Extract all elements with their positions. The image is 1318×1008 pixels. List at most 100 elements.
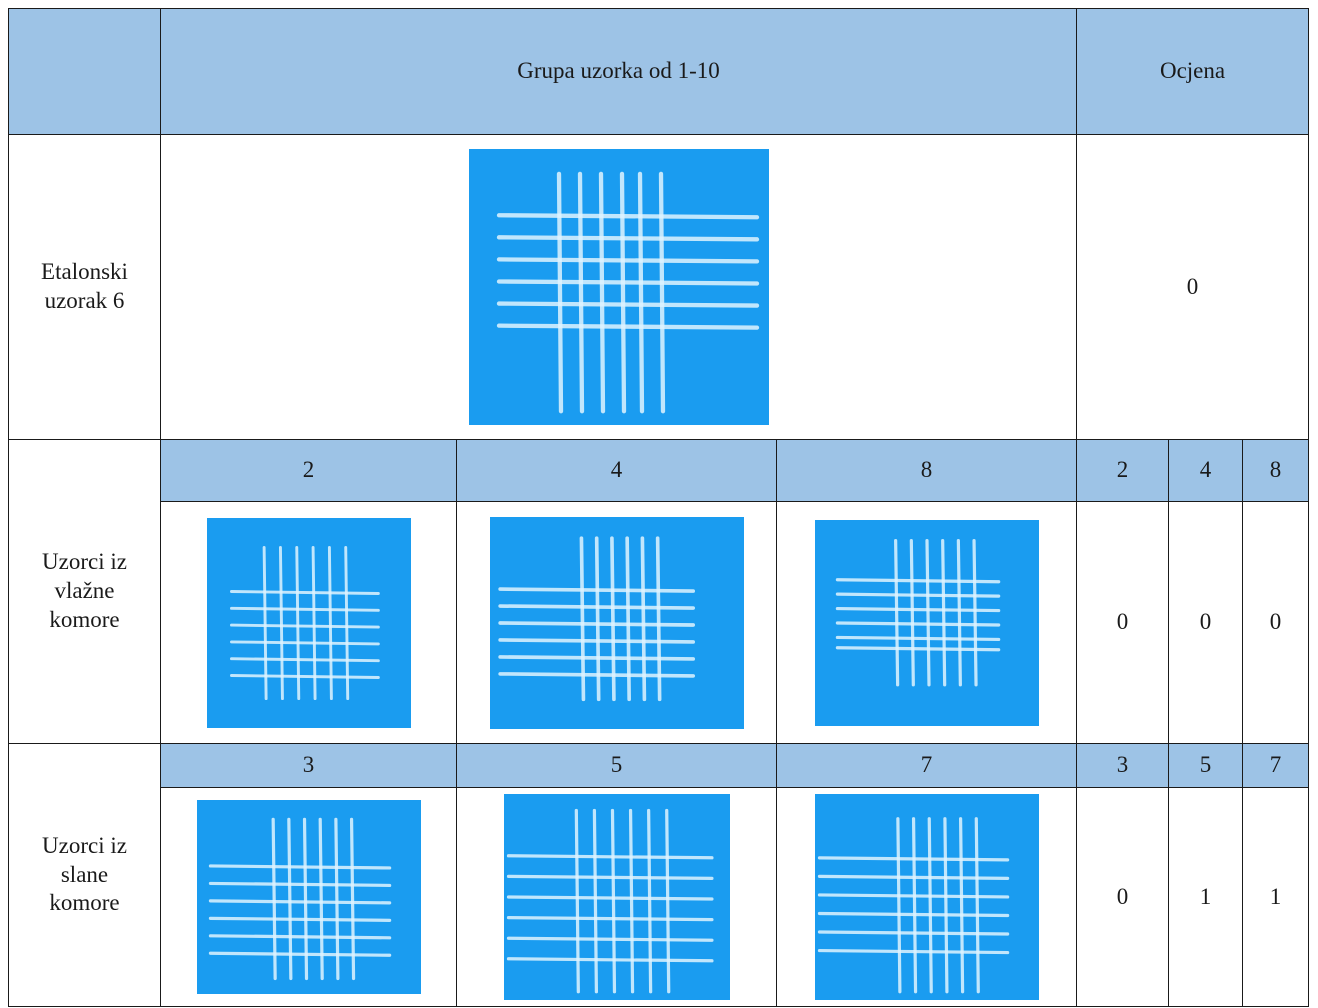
salt-grade-1: 0 [1076, 787, 1170, 1007]
humid-label: Uzorci iz vlažne komore [8, 439, 161, 744]
scratch-line-horizontal [208, 899, 391, 905]
salt-grade-header-3: 7 [1242, 743, 1310, 788]
reference-grade: 0 [1076, 134, 1310, 440]
scratch-line-horizontal [835, 577, 1000, 583]
scratch-line-horizontal [497, 603, 695, 610]
scratch-line-vertical [577, 171, 584, 414]
scratch-line-vertical [895, 817, 901, 994]
salt-image-cell-1 [160, 787, 457, 1007]
scratch-line-vertical [318, 817, 324, 981]
scratch-line-horizontal [229, 656, 380, 662]
header-corner [8, 8, 161, 135]
scratch-line-horizontal [835, 592, 1000, 598]
humid-sample-image-2 [489, 516, 744, 729]
scratch-line-vertical [658, 171, 665, 414]
scratch-line-horizontal [497, 654, 695, 661]
salt-grade-3: 1 [1242, 787, 1310, 1007]
scratch-line-vertical [956, 538, 962, 686]
salt-sample-number-3: 7 [775, 743, 1078, 788]
scratch-line-vertical [592, 808, 598, 994]
scratch-line-horizontal [817, 930, 1009, 936]
scratch-line-vertical [349, 817, 355, 981]
humid-grade-1: 0 [1076, 501, 1170, 744]
reference-label-line1: Etalonski [41, 259, 128, 285]
salt-number-row: Uzorci iz slane komore 3 5 7 3 5 7 [8, 743, 1310, 1007]
humid-label-line1: Uzorci iz [42, 549, 127, 575]
humid-sample-image-3 [814, 519, 1039, 726]
scratch-line-vertical [333, 817, 339, 981]
scratch-line-horizontal [208, 951, 391, 957]
scratch-line-vertical [655, 535, 661, 701]
scratch-line-horizontal [496, 323, 759, 330]
scratch-line-vertical [610, 808, 616, 994]
scratch-line-vertical [609, 535, 616, 701]
scratch-line-vertical [637, 171, 644, 414]
salt-sample-image-1 [196, 800, 421, 994]
scratch-line-horizontal [506, 915, 714, 922]
salt-sample-image-2-panel [503, 794, 730, 1000]
scratch-line-vertical [343, 545, 349, 700]
salt-label: Uzorci iz slane komore [8, 743, 161, 1007]
scratch-line-vertical [893, 538, 899, 686]
panel-background [196, 800, 421, 994]
scratch-line-vertical [619, 171, 626, 414]
reference-row: Etalonski uzorak 6 0 [8, 134, 1310, 440]
humid-grade-header-1: 2 [1076, 439, 1170, 502]
salt-image-row: 0 1 1 [9, 787, 1310, 1007]
scratch-line-horizontal [229, 623, 380, 629]
scratch-line-horizontal [496, 213, 759, 220]
scratch-line-horizontal [208, 916, 391, 922]
scratch-line-horizontal [497, 620, 695, 627]
scratch-line-vertical [911, 817, 917, 994]
humid-label-line3: komore [49, 606, 120, 632]
scratch-line-vertical [311, 545, 317, 700]
scratch-line-vertical [286, 817, 292, 981]
humid-sample-image-3-panel [814, 519, 1039, 726]
scratch-line-vertical [927, 817, 933, 994]
humid-number-row: Uzorci iz vlažne komore 2 4 8 2 4 8 [8, 439, 1310, 744]
salt-sample-image-3-panel [814, 794, 1039, 1000]
scratch-line-vertical [909, 538, 915, 686]
scratch-line-vertical [598, 171, 605, 414]
scratch-line-horizontal [835, 606, 1000, 612]
scratch-line-vertical [579, 535, 585, 701]
salt-sample-image-2 [503, 794, 730, 1000]
salt-label-line1: Uzorci iz [42, 832, 127, 858]
scratch-line-vertical [624, 535, 631, 701]
humid-label-line2: vlažne [54, 578, 115, 604]
salt-sample-image-1-panel [196, 800, 421, 994]
scratch-line-vertical [646, 808, 652, 994]
humid-image-row: 0 0 0 [9, 501, 1310, 744]
scratch-line-horizontal [497, 586, 695, 593]
scratch-line-horizontal [229, 606, 380, 612]
header-grade-title: Ocjena [1076, 8, 1310, 135]
humid-sample-number-3: 8 [775, 439, 1078, 502]
scratch-line-vertical [974, 817, 980, 994]
humid-image-cell-1 [160, 501, 457, 744]
header-group-title: Grupa uzorka od 1-10 [159, 8, 1078, 135]
scratch-line-horizontal [817, 856, 1009, 862]
scratch-line-horizontal [208, 864, 391, 870]
scratch-line-horizontal [835, 635, 1000, 641]
scratch-line-vertical [278, 545, 284, 700]
humid-image-cell-3 [775, 501, 1078, 744]
scratch-line-horizontal [817, 948, 1009, 955]
humid-sample-number-1: 2 [160, 439, 457, 502]
reference-label: Etalonski uzorak 6 [8, 134, 161, 440]
scratch-line-vertical [262, 545, 268, 700]
scratch-line-vertical [940, 538, 946, 686]
scratch-line-horizontal [497, 637, 695, 644]
scratch-line-horizontal [208, 881, 391, 888]
salt-label-line3: komore [49, 890, 120, 916]
scratch-line-vertical [971, 538, 978, 686]
humid-sample-number-2: 4 [456, 439, 777, 502]
salt-grade-header-2: 5 [1168, 743, 1244, 788]
scratch-line-horizontal [229, 589, 380, 595]
scratch-line-vertical [574, 808, 580, 994]
scratch-line-horizontal [817, 874, 1009, 881]
salt-image-cell-3 [775, 787, 1078, 1007]
scratch-line-horizontal [506, 895, 714, 901]
salt-sample-number-2: 5 [456, 743, 777, 788]
humid-sample-image-1-panel [206, 517, 411, 728]
salt-grade-2: 1 [1168, 787, 1244, 1007]
